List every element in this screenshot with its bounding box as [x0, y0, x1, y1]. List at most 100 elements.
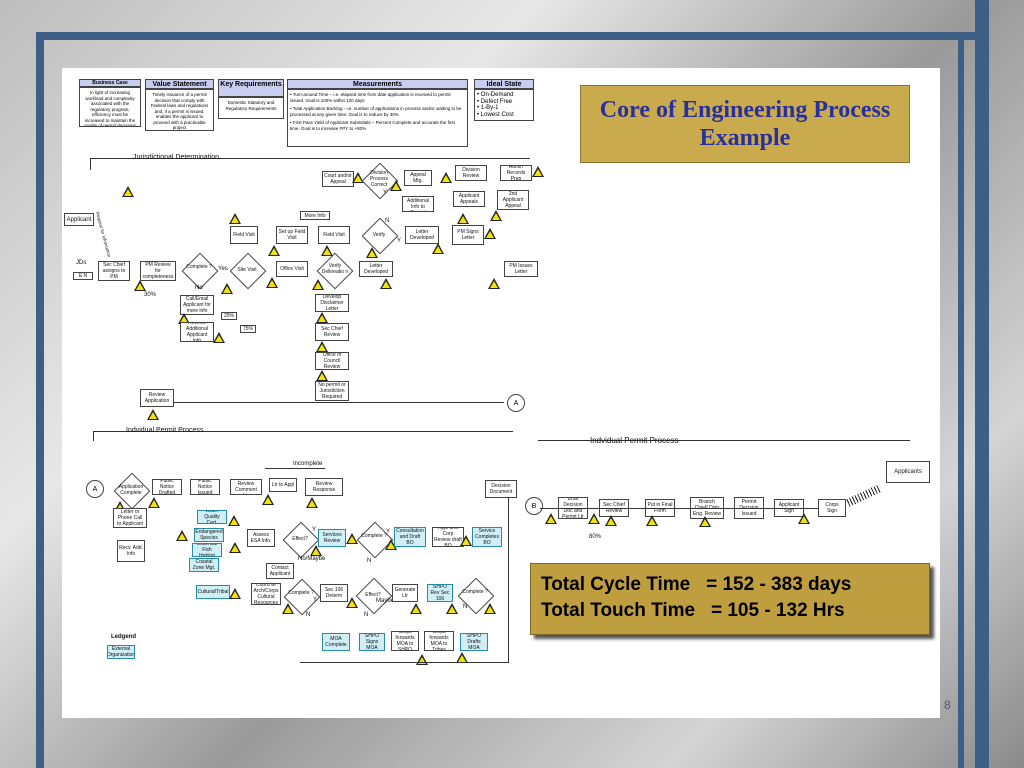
no-maybe-label: No/Maybe: [298, 556, 326, 562]
warning-icon: [178, 313, 190, 324]
n-label: N: [385, 218, 390, 224]
warning-icon: [306, 497, 318, 508]
office-counsel-box: Office of Council Review: [315, 352, 349, 370]
moa-complete-box: MOA Complete: [322, 633, 350, 651]
n-label: N: [463, 604, 468, 610]
recv-add-info-box: Recv. Add. Info: [117, 540, 145, 562]
measurements-header: Measurements: [287, 79, 468, 89]
connector-a-circle: A: [507, 394, 525, 412]
warning-icon: [798, 513, 810, 524]
complete-label: Complete ?: [186, 264, 212, 270]
warning-icon: [262, 494, 274, 505]
ip-lane-line: [93, 431, 513, 432]
warning-icon: [432, 243, 444, 254]
warning-icon: [588, 513, 600, 524]
setup-field-visit-box: Set up Field Visit: [276, 226, 308, 244]
slide-title: Core of Engineering Process Example: [580, 85, 910, 163]
warning-icon: [410, 603, 422, 614]
effect-label: Effect?: [292, 536, 308, 542]
key-requirements-header: Key Requirements: [218, 79, 284, 97]
endangered-species-box: Endangered Species: [194, 528, 224, 542]
services-review-box: Services Review: [318, 529, 346, 547]
coord-arch-box: Coord w/ Arch/Corps Cultural Resources: [251, 583, 281, 605]
warning-icon: [282, 603, 294, 614]
service-completes-box: Service Completes BO: [472, 527, 502, 547]
warning-icon: [440, 172, 452, 183]
contact-applicant-box: Contact Applicant: [266, 563, 294, 579]
warning-icon: [545, 513, 557, 524]
warning-icon: [699, 516, 711, 527]
ideal-state-list: • On-Demand • Defect Free • 1-By-1 • Low…: [474, 89, 534, 121]
warning-icon: [228, 515, 240, 526]
warning-icon: [385, 539, 397, 550]
shpo-signs-box: SHPO Signs MOA: [359, 633, 385, 651]
warning-icon: [321, 245, 333, 256]
warning-icon: [532, 166, 544, 177]
letter-developed2-box: Letter Developed: [359, 261, 393, 277]
pct80-label: 80%: [589, 534, 602, 540]
warning-icon: [213, 332, 225, 343]
incomplete-line: [265, 468, 325, 469]
shpo-rev-box: SHPO Rev Sec 106: [427, 584, 453, 602]
ip-lane-label2: Indvidual Permit Process: [590, 436, 679, 445]
warning-icon: [490, 210, 502, 221]
warning-icon: [122, 186, 134, 197]
warning-icon: [266, 277, 278, 288]
pct75-box: 75%: [240, 325, 256, 333]
warning-icon: [310, 545, 322, 556]
ideal-item: • Lowest Cost: [477, 111, 514, 118]
pct25-box: 25%: [221, 312, 237, 320]
warning-icon: [268, 245, 280, 256]
court-appeal-box: Court and/or Appeal: [322, 171, 354, 187]
ltr-to-appl-box: Ltr to Appl: [269, 478, 297, 492]
warning-icon: [346, 597, 358, 608]
warning-icon: [446, 603, 458, 614]
pct30-label: 30%: [144, 292, 157, 298]
key-requirements-text: Domestic Statutory and Regulatory Requir…: [218, 97, 284, 119]
shpo-drafts-box: SHPO Drafts MOA: [460, 633, 488, 651]
ip-lane-label: Indvidual Permit Process: [126, 427, 204, 434]
ip-lane-line2: [538, 440, 910, 441]
letter-phone-box: Letter or Phone Call to Applicant: [113, 508, 147, 528]
send-info-box: Send Additional Info to District: [402, 196, 434, 212]
warning-icon: [312, 279, 324, 290]
ideal-state-header: Ideal State: [474, 79, 534, 89]
total-cycle-row: Total Cycle Time = 152 - 383 days: [541, 572, 919, 598]
total-cycle-label: Total Cycle Time: [541, 574, 691, 595]
warning-icon: [221, 283, 233, 294]
business-case-text: In light of increasing workload and comp…: [79, 87, 141, 127]
water-quality-box: Water Quality Cert.: [197, 510, 227, 524]
decision-document-box: Decision Document: [485, 480, 517, 498]
site-visit-label: Site Visit: [237, 267, 257, 273]
warning-icon: [316, 341, 328, 352]
ideal-item: • 1-By-1: [477, 105, 499, 111]
measurement-item: • Turn-around Time – i.e. elapsed time f…: [290, 92, 451, 103]
warning-icon: [460, 535, 472, 546]
warning-icon: [416, 654, 428, 665]
warning-icon: [147, 409, 159, 420]
incomplete-label: Incomplete: [293, 461, 323, 467]
flow-line: [174, 402, 504, 403]
warning-icon: [229, 542, 241, 553]
ideal-item: • On-Demand: [477, 92, 514, 98]
n-label: N: [306, 612, 311, 618]
warning-icon: [229, 588, 241, 599]
yes-label: Yes: [218, 266, 228, 272]
field-visit-box: Field Visit: [230, 226, 258, 244]
en-box: E N: [73, 272, 93, 280]
corps-fwd-shpo-box: Corps forwards MOA to SHPO: [391, 631, 419, 651]
call-email-box: Call/Email Applicant for more info: [180, 295, 214, 315]
warning-icon: [346, 533, 358, 544]
review-response-box: Review Response: [305, 478, 343, 496]
warning-icon: [366, 247, 378, 258]
sec-chief-review-box: Sec Chief Review: [315, 323, 349, 341]
effect2-label: Effect?: [365, 592, 381, 598]
sec-chief-assign-box: Sec Chief assigns to PM: [98, 261, 130, 281]
develop-disclaimer-box: Develop Disclaimer Letter: [315, 294, 349, 312]
y-label: Y: [386, 529, 391, 535]
measurements-list: • Turn-around Time – i.e. elapsed time f…: [287, 89, 468, 147]
ip-lane-line-v: [93, 431, 94, 441]
totals-box: Total Cycle Time = 152 - 383 days Total …: [530, 563, 930, 635]
generate-ltr-box: Generate Ltr: [392, 584, 418, 602]
review-application-box: Review Application: [140, 389, 174, 407]
